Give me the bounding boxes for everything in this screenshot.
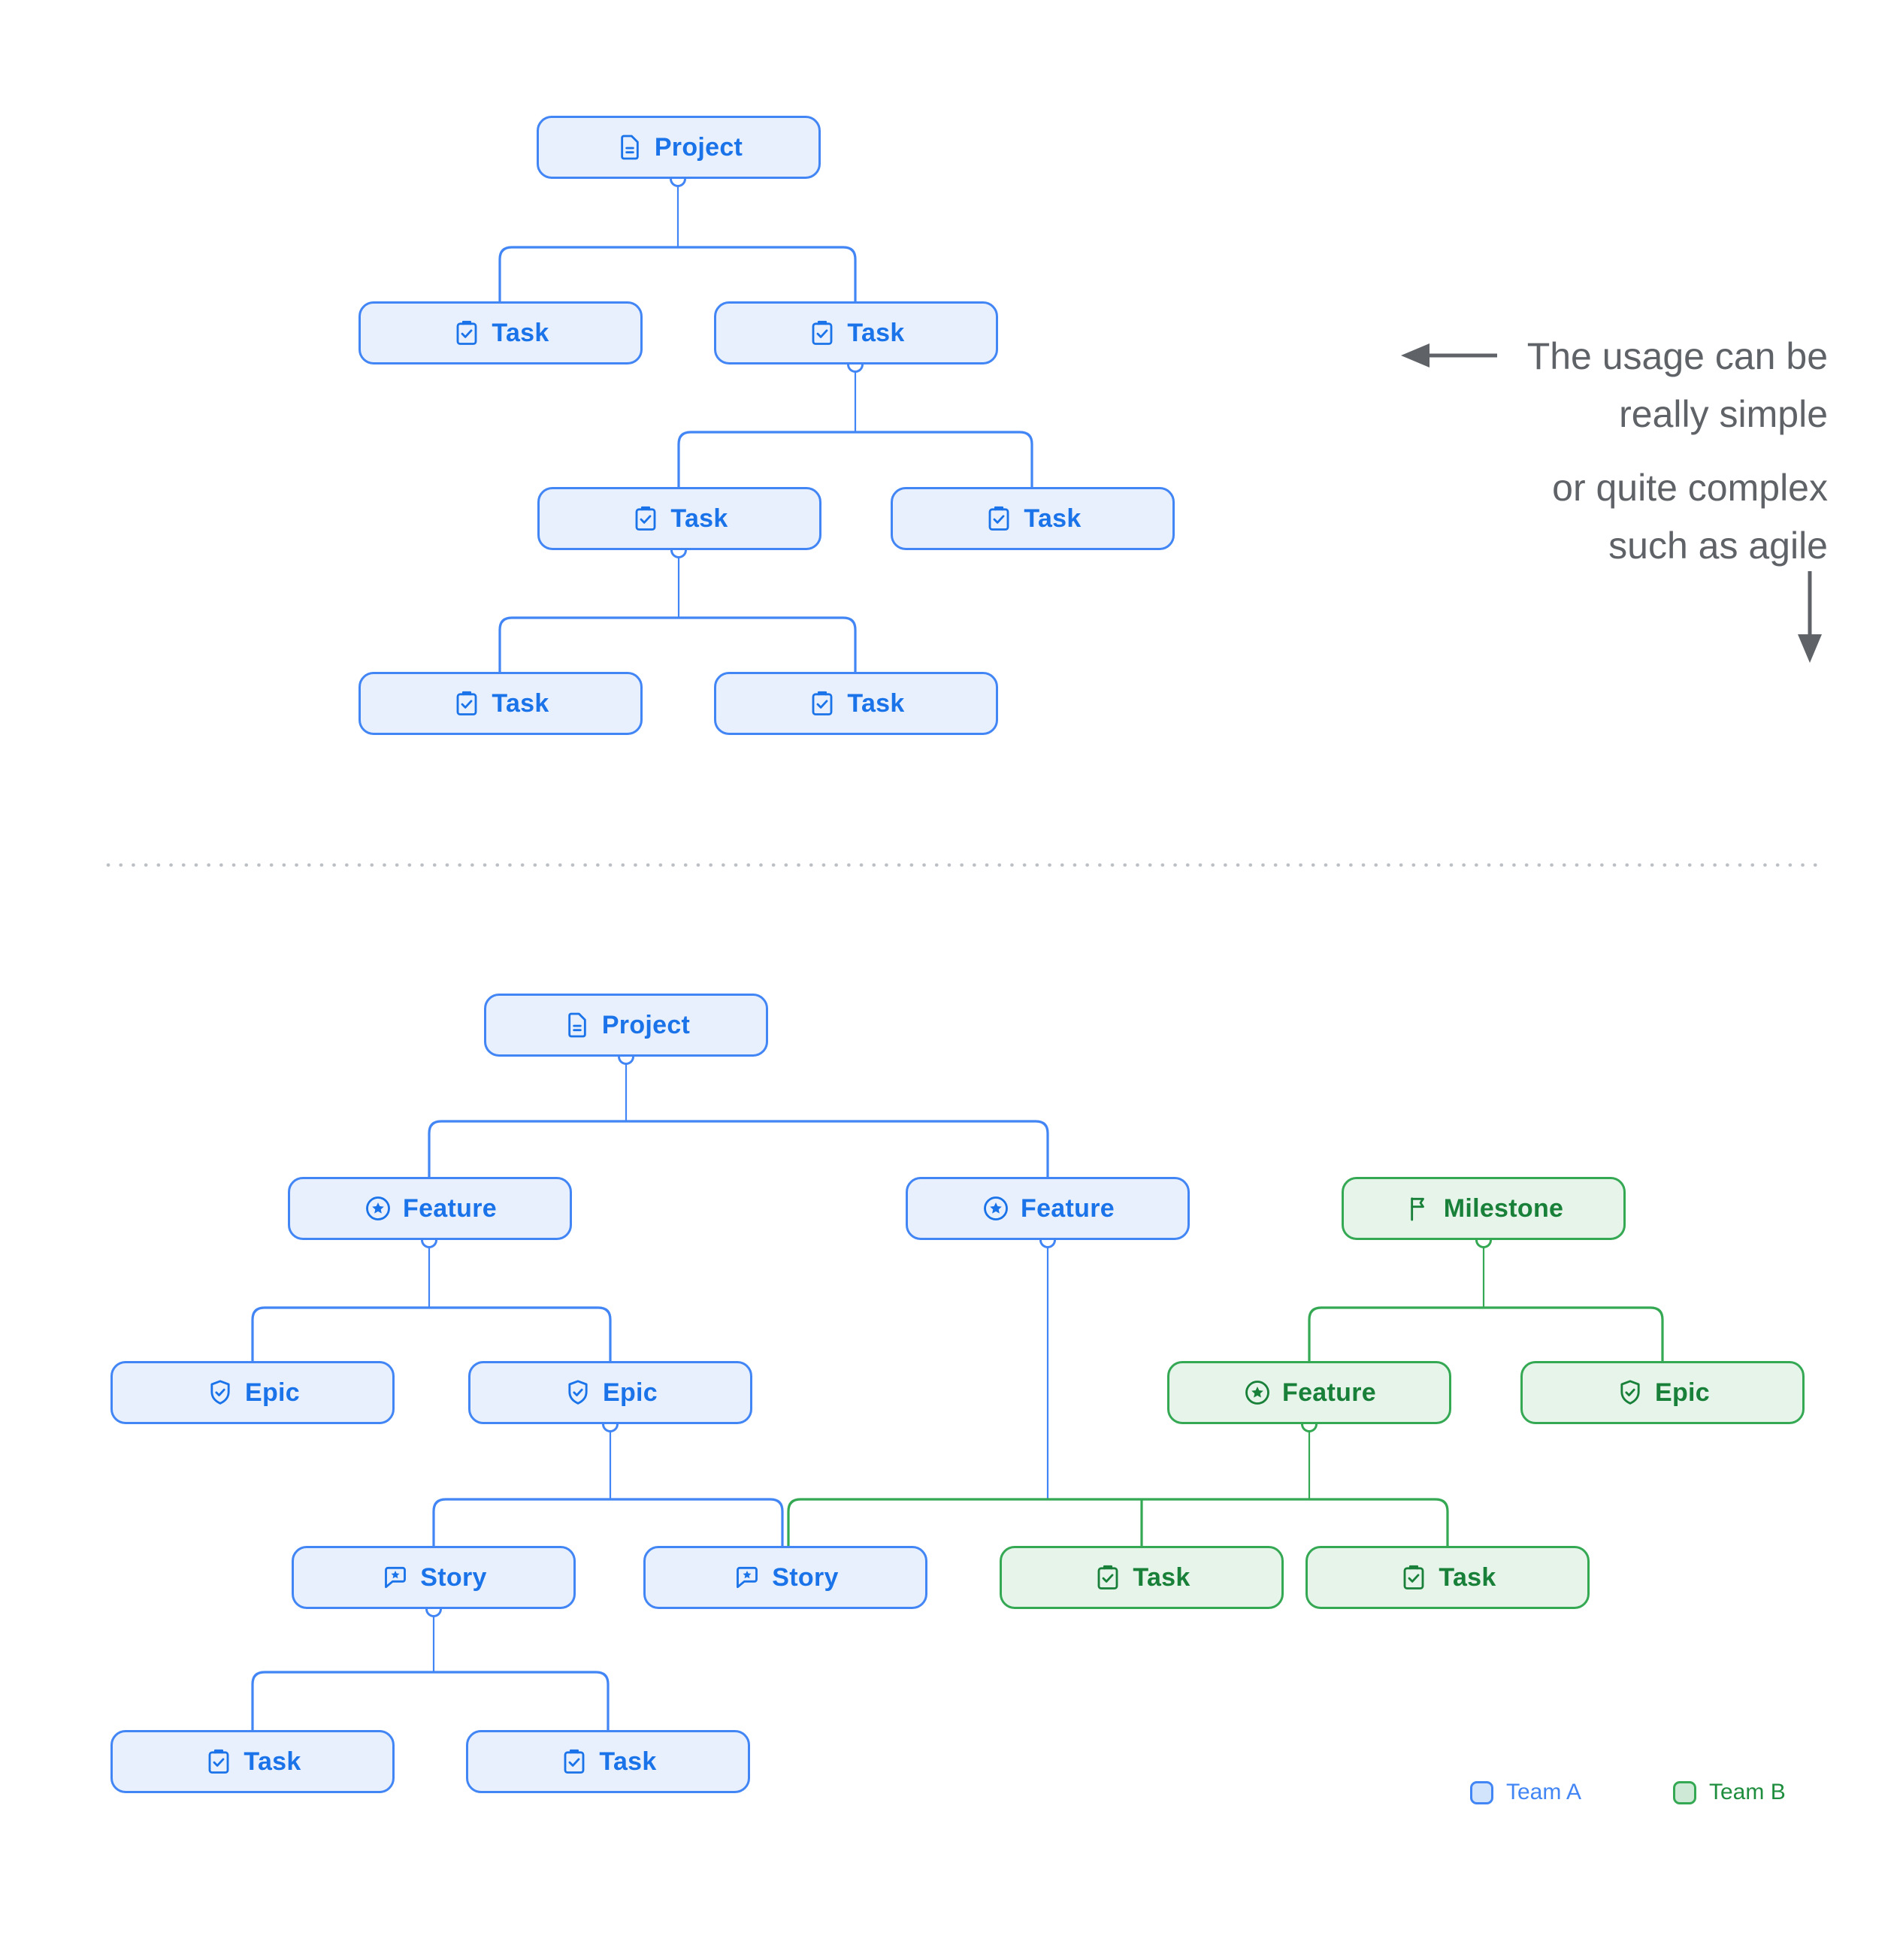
node-label: Task [847, 688, 905, 718]
node-task[interactable]: Task [359, 672, 643, 735]
node-feature[interactable]: Feature [1167, 1361, 1451, 1424]
node-label: Task [670, 504, 728, 533]
node-task[interactable]: Task [891, 487, 1175, 550]
task-icon [559, 1747, 589, 1777]
epic-shield-icon [1615, 1378, 1645, 1408]
node-task[interactable]: Task [1305, 1546, 1590, 1609]
document-icon [562, 1010, 592, 1040]
node-label: Story [772, 1562, 839, 1592]
feature-star-icon [981, 1193, 1011, 1223]
team-a-swatch [1470, 1780, 1493, 1804]
node-label: Feature [1021, 1193, 1115, 1223]
node-epic[interactable]: Epic [468, 1361, 752, 1424]
task-icon [807, 318, 837, 348]
node-feature[interactable]: Feature [288, 1177, 572, 1240]
task-icon [807, 688, 837, 718]
node-task[interactable]: Task [466, 1730, 750, 1793]
node-label: Task [492, 688, 549, 718]
node-label: Feature [1282, 1378, 1376, 1407]
node-label: Project [654, 132, 743, 162]
task-icon [984, 504, 1014, 534]
node-label: Story [420, 1562, 487, 1592]
node-task[interactable]: Task [359, 301, 643, 364]
node-task[interactable]: Task [537, 487, 821, 550]
node-epic[interactable]: Epic [1520, 1361, 1805, 1424]
story-bubble-icon [380, 1562, 410, 1592]
annotation-line: such as agile [1608, 525, 1828, 567]
task-icon [1399, 1562, 1429, 1592]
node-label: Milestone [1443, 1193, 1564, 1223]
task-icon [1093, 1562, 1123, 1592]
node-label: Task [492, 318, 549, 347]
document-icon [615, 132, 645, 162]
node-label: Project [601, 1010, 691, 1039]
annotation-text: The usage can be really simple or quite … [1527, 328, 1828, 575]
legend-label: Team A [1506, 1780, 1582, 1804]
flag-icon [1404, 1193, 1434, 1223]
arrow-down-icon [1798, 571, 1822, 663]
node-feature[interactable]: Feature [906, 1177, 1190, 1240]
story-bubble-icon [732, 1562, 762, 1592]
node-task[interactable]: Task [110, 1730, 395, 1793]
feature-star-icon [363, 1193, 393, 1223]
node-label: Epic [1654, 1378, 1710, 1407]
node-label: Task [847, 318, 905, 347]
node-milestone[interactable]: Milestone [1342, 1177, 1626, 1240]
task-icon [452, 688, 482, 718]
node-epic[interactable]: Epic [110, 1361, 395, 1424]
epic-shield-icon [563, 1378, 593, 1408]
node-project[interactable]: Project [484, 994, 768, 1057]
node-task[interactable]: Task [714, 301, 998, 364]
node-label: Task [1024, 504, 1082, 533]
task-icon [204, 1747, 234, 1777]
node-label: Task [1133, 1562, 1191, 1592]
node-project[interactable]: Project [537, 116, 821, 179]
feature-star-icon [1242, 1378, 1272, 1408]
team-b-swatch [1673, 1780, 1696, 1804]
task-icon [452, 318, 482, 348]
epic-shield-icon [205, 1378, 235, 1408]
node-task[interactable]: Task [1000, 1546, 1284, 1609]
node-label: Task [599, 1747, 657, 1776]
node-story[interactable]: Story [292, 1546, 576, 1609]
annotation-line: really simple [1619, 393, 1828, 435]
arrow-left-icon [1401, 343, 1497, 368]
legend-team-b: Team B [1673, 1780, 1786, 1805]
task-icon [631, 504, 661, 534]
node-story[interactable]: Story [643, 1546, 927, 1609]
node-label: Epic [602, 1378, 658, 1407]
node-label: Task [244, 1747, 301, 1776]
node-label: Task [1439, 1562, 1496, 1592]
node-label: Feature [403, 1193, 497, 1223]
legend-team-a: Team A [1470, 1780, 1581, 1805]
node-task[interactable]: Task [714, 672, 998, 735]
annotation-line: or quite complex [1552, 467, 1828, 509]
legend-label: Team B [1709, 1780, 1786, 1804]
node-label: Epic [244, 1378, 300, 1407]
annotation-line: The usage can be [1526, 335, 1828, 377]
